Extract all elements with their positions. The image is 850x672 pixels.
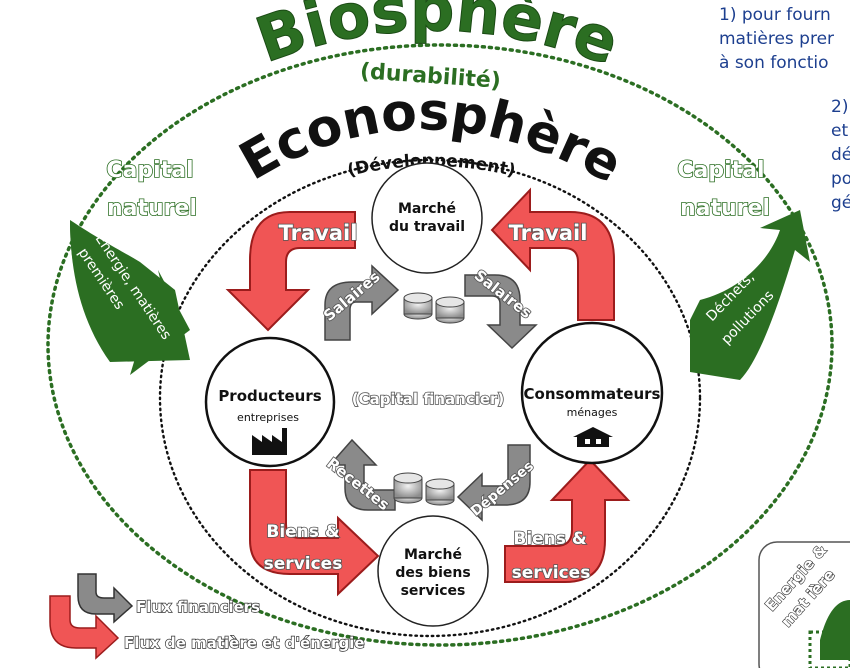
goods-left-label-2: services — [264, 554, 343, 574]
side-paragraph-2-line2: et — [831, 121, 849, 141]
legend-financial-label: Flux financiers — [136, 598, 260, 616]
side-paragraph-2-line4: po — [831, 169, 850, 189]
recettes-arrow: Recettes — [322, 438, 396, 515]
salaires-left-arrow: Salaires — [319, 264, 400, 341]
labour-market-line1: Marché — [398, 201, 456, 217]
producers-sub: entreprises — [237, 411, 299, 424]
salaires-right-arrow: Salaires — [464, 265, 538, 350]
labour-market-node: Marché du travail — [371, 162, 483, 274]
goods-market-line2: des biens — [395, 565, 470, 581]
coins-top-icon — [403, 292, 465, 324]
side-paragraph-1-line2: matières prer — [719, 29, 835, 49]
side-paragraph-2-line5: gé — [831, 193, 850, 213]
goods-right-label-2: services — [512, 563, 591, 583]
side-paragraph-2: 2) et dé po gé — [831, 95, 850, 215]
side-paragraph-2-line3: dé — [831, 145, 850, 165]
travail-left-arrow: Travail — [225, 211, 358, 332]
travail-left-label: Travail — [279, 221, 358, 245]
econosphere-boundary — [158, 158, 702, 638]
goods-market-line3: services — [401, 583, 466, 599]
legend-material-arrow-icon — [49, 595, 120, 660]
depenses-arrow: Dépenses — [456, 444, 538, 522]
travail-right-label: Travail — [509, 221, 588, 245]
goods-right-label-1: Biens & — [513, 529, 586, 549]
factory-icon — [252, 428, 287, 455]
financial-capital-label: (Capital financier) — [352, 390, 505, 408]
goods-market-line1: Marché — [404, 547, 462, 563]
coins-bottom-icon — [393, 472, 455, 506]
goods-market-node: Marché des biens services — [377, 515, 489, 627]
consumers-title: Consommateurs — [524, 385, 661, 403]
biosphere-boundary — [46, 43, 834, 647]
house-icon — [573, 427, 613, 447]
legend-material-label: Flux de matière et d'énergie — [124, 634, 365, 652]
side-paragraph-1: 1) pour fourn matières prer à son foncti… — [719, 3, 834, 75]
legend-financial-arrow-icon — [77, 573, 134, 624]
natural-capital-right-1: Capital — [677, 158, 764, 183]
natural-capital-left-2: naturel — [107, 196, 197, 221]
natural-capital-left-1: Capital — [106, 158, 193, 183]
goods-left-label-1: Biens & — [266, 522, 339, 542]
consumers-sub: ménages — [567, 406, 618, 419]
natural-capital-right-2: naturel — [680, 196, 770, 221]
labour-market-line2: du travail — [389, 219, 465, 235]
side-paragraph-2-line1: 2) — [831, 97, 849, 117]
side-paragraph-1-line3: à son fonctio — [719, 53, 829, 73]
biosphere-title: Biosphère — [247, 0, 628, 79]
energy-materials-arrow: Energie, matières premières — [70, 220, 190, 375]
producers-title: Producteurs — [218, 387, 321, 405]
side-paragraph-1-line1: 1) pour fourn — [719, 5, 831, 25]
consumers-node: Consommateurs ménages — [520, 321, 664, 465]
legend: Flux financiers Flux de matière et d'éne… — [49, 573, 365, 660]
travail-right-arrow: Travail — [490, 187, 615, 321]
goods-left-arrow: Biens & services — [249, 469, 380, 597]
corner-inset-box: Energie & mat ière — [758, 540, 850, 672]
producers-node: Producteurs entreprises — [204, 336, 336, 468]
waste-pollution-arrow: Déchets, pollutions — [690, 210, 810, 380]
goods-right-arrow: Biens & services — [504, 458, 631, 584]
